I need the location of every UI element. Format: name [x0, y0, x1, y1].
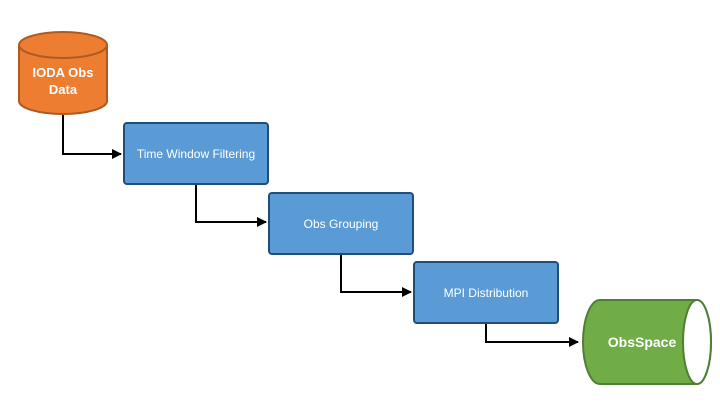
step-obs-grouping[interactable]: Obs Grouping	[268, 192, 414, 255]
connector-time-window-to-grouping	[195, 184, 267, 227]
source-database[interactable]: IODA Obs Data	[18, 31, 108, 115]
step-time-window-filtering-label: Time Window Filtering	[137, 147, 255, 161]
step-time-window-filtering[interactable]: Time Window Filtering	[123, 122, 269, 185]
connector-grouping-to-mpi	[340, 254, 412, 297]
source-label-line1: IODA Obs	[33, 65, 94, 80]
obsspace-storage[interactable]: ObsSpace	[582, 299, 712, 385]
step-obs-grouping-label: Obs Grouping	[304, 217, 379, 231]
obsspace-label: ObsSpace	[608, 334, 677, 350]
step-mpi-distribution[interactable]: MPI Distribution	[413, 261, 559, 324]
step-mpi-distribution-label: MPI Distribution	[444, 286, 529, 300]
source-label-line2: Data	[49, 82, 78, 97]
connector-source-to-time-window	[62, 115, 122, 159]
connector-mpi-to-obsspace	[485, 323, 579, 347]
